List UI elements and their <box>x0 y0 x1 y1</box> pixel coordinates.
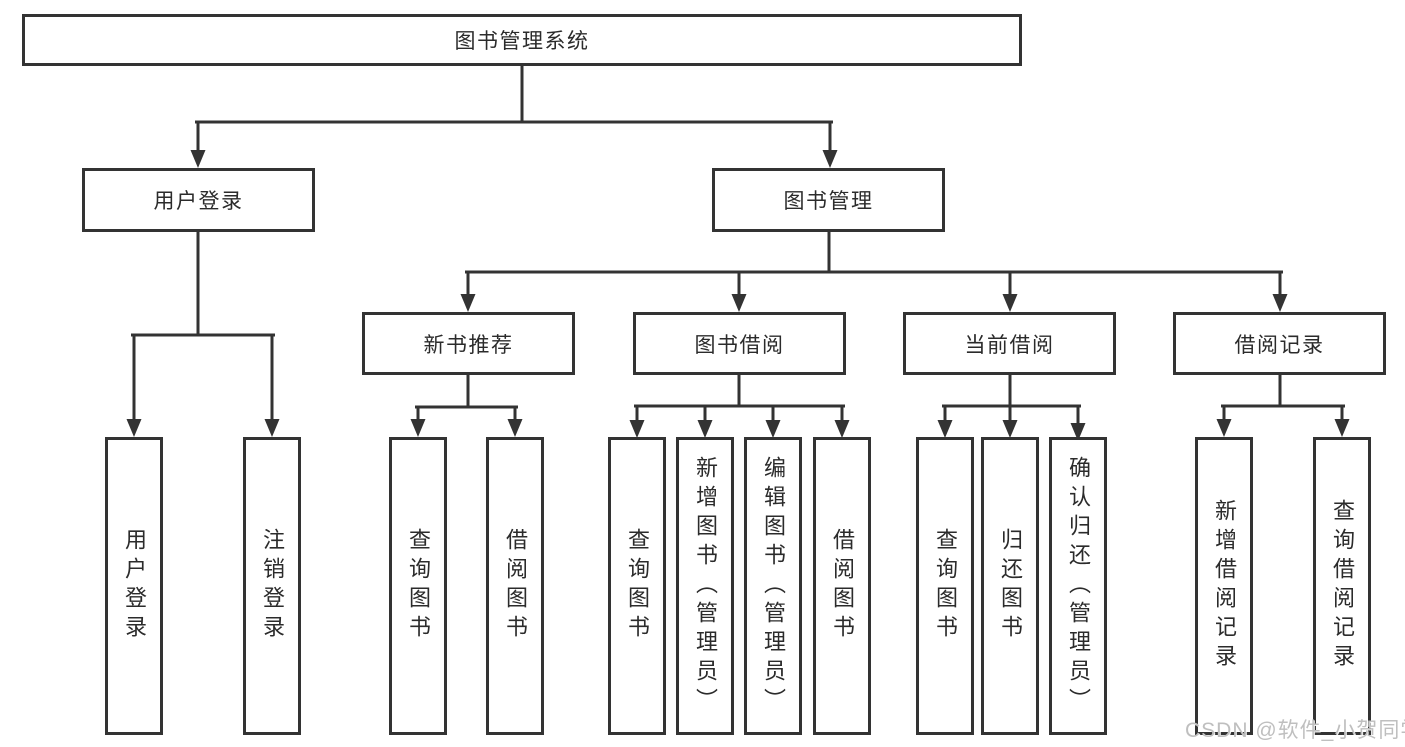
node-label: 用户登录 <box>122 528 147 644</box>
arrowhead-icon <box>460 294 476 312</box>
arrowhead-icon <box>410 419 426 437</box>
node-label: 查询图书 <box>933 528 958 644</box>
node-leaf-return-books: 归还图书 <box>981 437 1039 735</box>
arrowhead-icon <box>834 420 850 438</box>
node-new-book-recommend: 新书推荐 <box>362 312 575 375</box>
node-label: 借阅记录 <box>1234 333 1325 357</box>
node-leaf-add-borrow-record: 新增借阅记录 <box>1195 437 1253 735</box>
node-label: 查询借阅记录 <box>1330 499 1355 673</box>
node-label: 编辑图书（管理员） <box>761 455 786 717</box>
node-leaf-borrow-books-2: 借阅图书 <box>813 437 871 735</box>
node-leaf-confirm-return-admin: 确认归还（管理员） <box>1049 437 1107 735</box>
node-leaf-add-books-admin: 新增图书（管理员） <box>676 437 734 735</box>
arrowhead-icon <box>1334 419 1350 437</box>
node-root-system: 图书管理系统 <box>22 14 1022 66</box>
node-leaf-query-books-3: 查询图书 <box>916 437 974 735</box>
node-leaf-logout: 注销登录 <box>243 437 301 735</box>
node-book-borrowing: 图书借阅 <box>633 312 846 375</box>
node-label: 新增图书（管理员） <box>693 455 718 717</box>
node-label: 新增借阅记录 <box>1212 499 1237 673</box>
node-leaf-edit-books-admin: 编辑图书（管理员） <box>744 437 802 735</box>
arrowhead-icon <box>1216 419 1232 437</box>
node-label: 注销登录 <box>260 528 285 644</box>
arrowhead-icon <box>264 419 280 437</box>
node-label: 图书管理系统 <box>454 30 590 53</box>
node-label: 查询图书 <box>625 528 650 644</box>
node-leaf-query-books: 查询图书 <box>389 437 447 735</box>
node-leaf-borrow-books: 借阅图书 <box>486 437 544 735</box>
arrowhead-icon <box>822 150 838 168</box>
node-borrowing-records: 借阅记录 <box>1173 312 1386 375</box>
node-label: 查询图书 <box>406 528 431 644</box>
arrowhead-icon <box>629 420 645 438</box>
arrowhead-icon <box>697 420 713 438</box>
node-leaf-query-borrow-record: 查询借阅记录 <box>1313 437 1371 735</box>
arrowhead-icon <box>507 419 523 437</box>
node-leaf-user-login: 用户登录 <box>105 437 163 735</box>
node-label: 用户登录 <box>153 190 244 213</box>
arrowhead-icon <box>1002 294 1018 312</box>
csdn-watermark: CSDN @软件_小贺同学 <box>1185 719 1405 742</box>
node-book-management: 图书管理 <box>712 168 945 232</box>
node-label: 归还图书 <box>998 528 1023 644</box>
arrowhead-icon <box>765 420 781 438</box>
node-label: 图书借阅 <box>694 333 785 357</box>
node-current-borrowing: 当前借阅 <box>903 312 1116 375</box>
node-label: 当前借阅 <box>964 333 1055 357</box>
node-label: 借阅图书 <box>830 528 855 644</box>
arrowhead-icon <box>1272 294 1288 312</box>
node-label: 借阅图书 <box>503 528 528 644</box>
node-user-login: 用户登录 <box>82 168 315 232</box>
arrowhead-icon <box>190 150 206 168</box>
arrowhead-icon <box>1002 420 1018 438</box>
node-leaf-query-books-2: 查询图书 <box>608 437 666 735</box>
arrowhead-icon <box>937 420 953 438</box>
node-label: 新书推荐 <box>423 333 514 357</box>
node-label: 确认归还（管理员） <box>1066 455 1091 717</box>
arrowhead-icon <box>126 419 142 437</box>
node-label: 图书管理 <box>783 190 874 213</box>
arrowhead-icon <box>731 294 747 312</box>
